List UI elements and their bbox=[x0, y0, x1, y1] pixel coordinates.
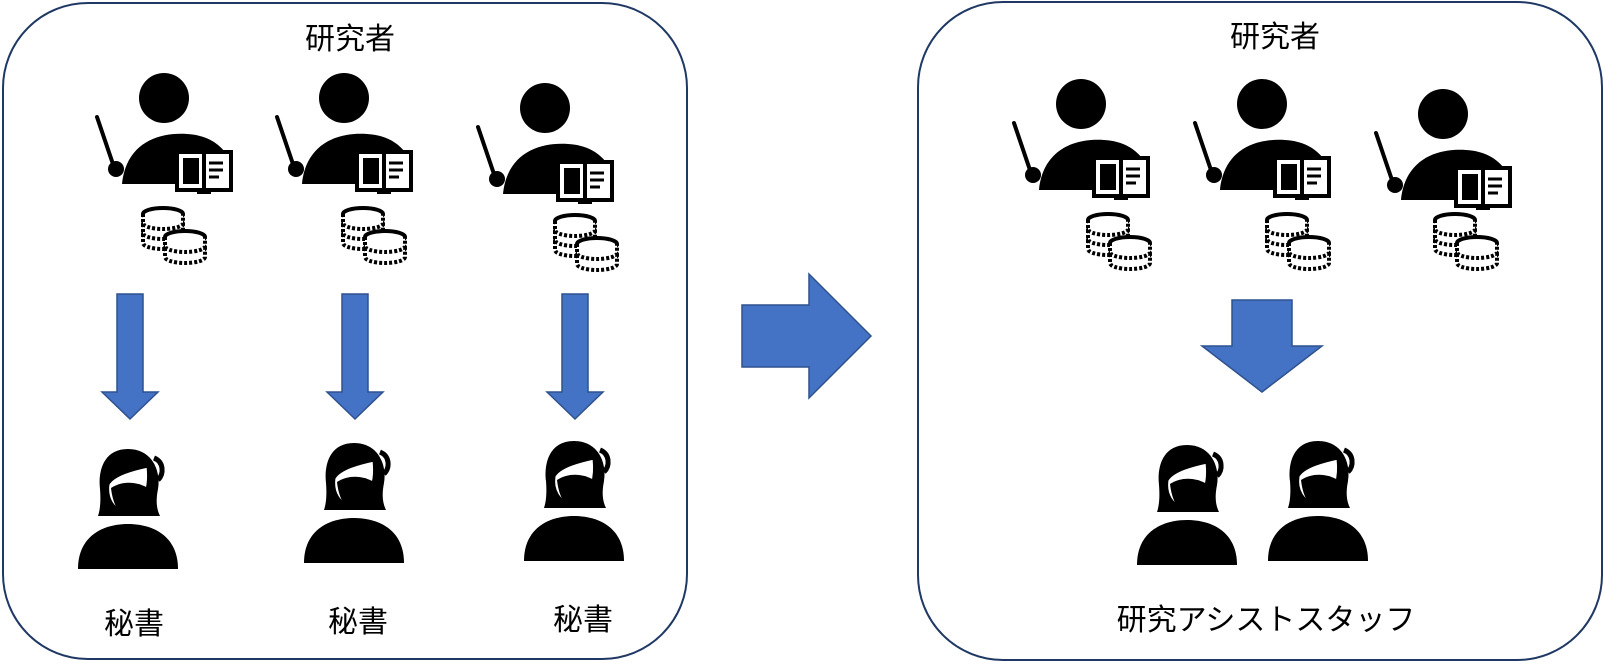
staff-label: 研究アシストスタッフ bbox=[1117, 603, 1416, 638]
left-panel-title: 研究者 bbox=[305, 22, 395, 57]
right-arrow-icon bbox=[741, 272, 873, 400]
secretary-label: 秘書 bbox=[104, 607, 164, 642]
right-panel-title: 研究者 bbox=[1230, 20, 1320, 55]
secretary-label: 秘書 bbox=[328, 605, 388, 640]
right-panel: 研究者 研究アシストスタッフ bbox=[917, 1, 1603, 661]
left-panel: 研究者 秘書 秘書 秘書 bbox=[2, 2, 688, 660]
secretary-label: 秘書 bbox=[553, 603, 613, 638]
down-arrow-icon bbox=[1199, 299, 1325, 393]
